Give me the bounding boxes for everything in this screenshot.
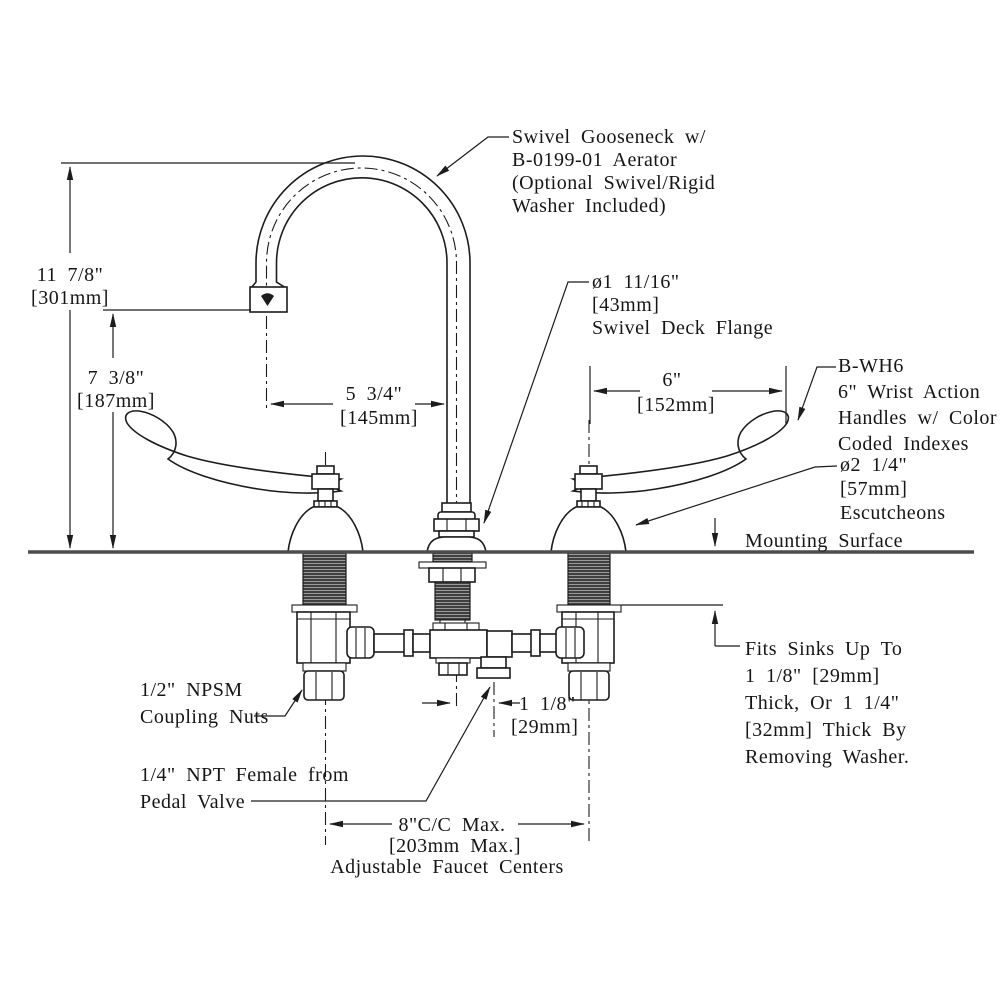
dimension-faucet-centers: 8"C/C Max. [203mm Max.] Adjustable Fauce…: [329, 814, 585, 878]
swivel-deck-flange: [426, 502, 487, 553]
dimension-outlet-offset: 1 1/8" [29mm]: [422, 693, 578, 738]
dim-faucet-centers-note: Adjustable Faucet Centers: [330, 856, 564, 878]
mixing-body: [429, 629, 488, 659]
gooseneck-spout: [249, 155, 471, 503]
callout-handles: B-WH6 6" Wrist Action Handles w/ Color C…: [797, 355, 997, 455]
aerator-outlet: [249, 286, 288, 313]
callout-sink-thickness-line: Removing Washer.: [745, 746, 909, 768]
callout-gooseneck: Swivel Gooseneck w/ B-0199-01 Aerator (O…: [436, 126, 715, 217]
callout-gooseneck-line: B-0199-01 Aerator: [512, 149, 677, 171]
right-wrist-handle: [569, 410, 790, 494]
callout-escutcheons-line: Escutcheons: [840, 502, 945, 524]
callout-sink-thickness-line: [32mm] Thick By: [745, 719, 907, 741]
right-coupling-nut: [568, 670, 610, 701]
left-wrist-handle: [124, 410, 345, 494]
outlet-elbow: [486, 630, 513, 658]
callout-pedal-valve-line: 1/4" NPT Female from: [140, 764, 349, 786]
callout-pedal-valve-line: Pedal Valve: [140, 791, 245, 813]
right-valve-bonnet: [574, 465, 603, 508]
dim-handle-length-mm: [152mm]: [637, 394, 715, 416]
callout-sink-thickness-line: Thick, Or 1 1/4": [745, 692, 899, 714]
dim-spout-height-mm: [301mm]: [31, 287, 109, 309]
water-drop-icon: [261, 293, 274, 306]
callout-deck-flange-line: Swivel Deck Flange: [592, 317, 773, 339]
callout-escutcheons: ø2 1/4" [57mm] Escutcheons: [635, 454, 945, 526]
right-faucet-unit: [550, 410, 790, 553]
dimension-handle-length: 6" [152mm]: [589, 366, 787, 424]
callout-handles-line: Coded Indexes: [838, 433, 969, 455]
callout-mounting-surface-text: Mounting Surface: [745, 530, 903, 552]
dim-outlet-height-in: 7 3/8": [88, 367, 145, 389]
callout-deck-flange: ø1 11/16" [43mm] Swivel Deck Flange: [483, 271, 773, 524]
dimension-spout-reach: 5 3/4" [145mm]: [270, 383, 445, 429]
dim-faucet-centers-mm: [203mm Max.]: [389, 835, 521, 857]
supply-crossline: [346, 622, 585, 679]
spout-centerline: [265, 167, 458, 706]
callout-escutcheons-line: ø2 1/4": [840, 454, 907, 476]
callout-gooseneck-line: (Optional Swivel/Rigid: [512, 172, 715, 194]
callout-coupling-nuts: 1/2" NPSM Coupling Nuts: [140, 679, 303, 728]
left-valve-bonnet: [311, 465, 340, 508]
callout-pedal-valve: 1/4" NPT Female from Pedal Valve: [140, 686, 491, 813]
center-supply-shank: [418, 552, 487, 629]
below-deck-assembly: [291, 552, 622, 701]
callout-sink-thickness-line: 1 1/8" [29mm]: [745, 665, 880, 687]
callout-sink-thickness-line: Fits Sinks Up To: [745, 638, 902, 660]
dim-outlet-offset-mm: [29mm]: [511, 716, 578, 738]
dim-outlet-height-mm: [187mm]: [77, 390, 155, 412]
dim-outlet-offset-in: 1 1/8": [519, 693, 576, 715]
callout-handles-line: Handles w/ Color: [838, 407, 997, 429]
right-escutcheon: [550, 506, 627, 553]
left-coupling-nut: [303, 670, 345, 701]
callout-gooseneck-line: Swivel Gooseneck w/: [512, 126, 706, 148]
dimension-outlet-height: 7 3/8" [187mm]: [77, 309, 251, 549]
callout-coupling-nuts-line: 1/2" NPSM: [140, 679, 243, 701]
dimension-spout-height: 11 7/8" [301mm]: [31, 162, 355, 549]
callout-sink-thickness: Fits Sinks Up To 1 1/8" [29mm] Thick, Or…: [621, 604, 909, 768]
dim-spout-height-in: 11 7/8": [37, 264, 103, 286]
callout-escutcheons-line: [57mm]: [840, 478, 907, 500]
callout-deck-flange-line: [43mm]: [592, 294, 659, 316]
left-supply-shank: [291, 552, 358, 701]
callout-handles-line: B-WH6: [838, 355, 904, 377]
left-escutcheon: [287, 506, 364, 553]
dim-handle-length-in: 6": [662, 369, 681, 391]
callout-handles-line: 6" Wrist Action: [838, 381, 980, 403]
callout-gooseneck-line: Washer Included): [512, 195, 666, 217]
dim-faucet-centers-in: 8"C/C Max.: [398, 814, 505, 836]
callout-mounting-surface: Mounting Surface: [711, 518, 903, 552]
dim-spout-reach-mm: [145mm]: [340, 407, 418, 429]
left-faucet-unit: [124, 410, 364, 553]
callout-coupling-nuts-line: Coupling Nuts: [140, 706, 269, 728]
callout-deck-flange-line: ø1 11/16": [592, 271, 679, 293]
dim-spout-reach-in: 5 3/4": [346, 383, 403, 405]
